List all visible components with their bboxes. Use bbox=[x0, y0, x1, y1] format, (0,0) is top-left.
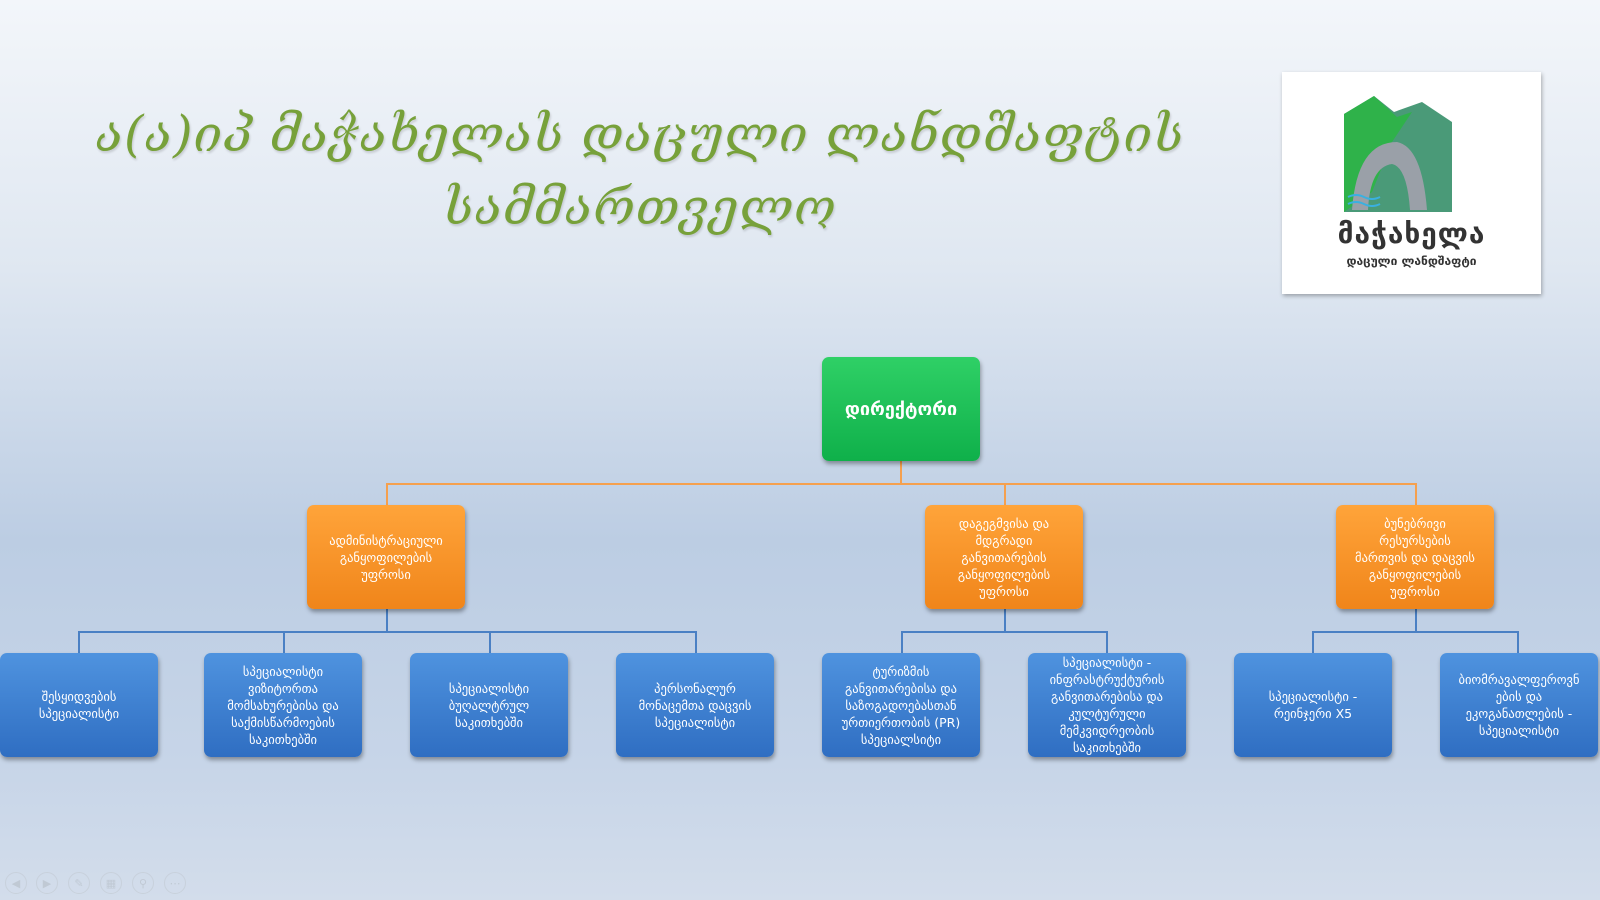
logo-name: მაჭახელა bbox=[1337, 217, 1486, 250]
connector bbox=[386, 483, 388, 505]
logo: მაჭახელა დაცული ლანდშაფტი bbox=[1282, 72, 1541, 294]
previous-slide-icon[interactable]: ◀ bbox=[5, 872, 27, 894]
connector bbox=[78, 631, 697, 633]
connector bbox=[78, 631, 80, 653]
connector bbox=[386, 483, 1417, 485]
connector bbox=[1004, 609, 1006, 632]
director-box: დირექტორი bbox=[822, 357, 980, 461]
slides-grid-icon[interactable]: ▦ bbox=[100, 872, 122, 894]
staff-box: სპეციალისტი - ინფრასტრუქტურის განვითარებ… bbox=[1028, 653, 1186, 757]
connector bbox=[1517, 631, 1519, 653]
staff-box: სპეციალისტი ვიზიტორთა მომსახურებისა და ს… bbox=[204, 653, 362, 757]
more-options-icon[interactable]: ⋯ bbox=[164, 872, 186, 894]
slide-title-line1: ა(ა)იპ მაჭახელას დაცული ლანდშაფტის bbox=[95, 105, 1185, 163]
connector bbox=[489, 631, 491, 653]
staff-box: სპეციალისტი ბუღალტრულ საკითხებში bbox=[410, 653, 568, 757]
connector bbox=[1106, 631, 1108, 653]
connector bbox=[901, 631, 903, 653]
next-slide-icon[interactable]: ▶ bbox=[36, 872, 58, 894]
department-box-resources: ბუნებრივი რესურსების მართვის და დაცვის გ… bbox=[1336, 505, 1494, 609]
connector bbox=[695, 631, 697, 653]
connector bbox=[1312, 631, 1314, 653]
zoom-icon[interactable]: ⚲ bbox=[132, 872, 154, 894]
connector bbox=[1312, 631, 1519, 633]
connector bbox=[901, 631, 1108, 633]
connector bbox=[1415, 483, 1417, 505]
connector bbox=[1415, 609, 1417, 632]
staff-box: პერსონალურ მონაცემთა დაცვის სპეციალისტი bbox=[616, 653, 774, 757]
staff-box: სპეციალისტი - რეინჯერი X5 bbox=[1234, 653, 1392, 757]
staff-box: ტურიზმის განვითარებისა და საზოგადოებასთა… bbox=[822, 653, 980, 757]
connector bbox=[900, 461, 902, 484]
department-box-planning: დაგეგმვისა და მდგრადი განვითარების განყო… bbox=[925, 505, 1083, 609]
mountain-logo-icon bbox=[1344, 96, 1452, 212]
connector bbox=[283, 631, 285, 653]
staff-box: შესყიდვების სპეციალისტი bbox=[0, 653, 158, 757]
slide-title-line2: სამმართველო bbox=[443, 178, 837, 236]
pen-icon[interactable]: ✎ bbox=[68, 872, 90, 894]
staff-box: ბიომრავალფეროვნ ების და ეკოგანათლების - … bbox=[1440, 653, 1598, 757]
connector bbox=[386, 609, 388, 632]
connector bbox=[1004, 483, 1006, 505]
logo-subtitle: დაცული ლანდშაფტი bbox=[1346, 254, 1477, 268]
department-box-admin: ადმინისტრაციული განყოფილების უფროსი bbox=[307, 505, 465, 609]
